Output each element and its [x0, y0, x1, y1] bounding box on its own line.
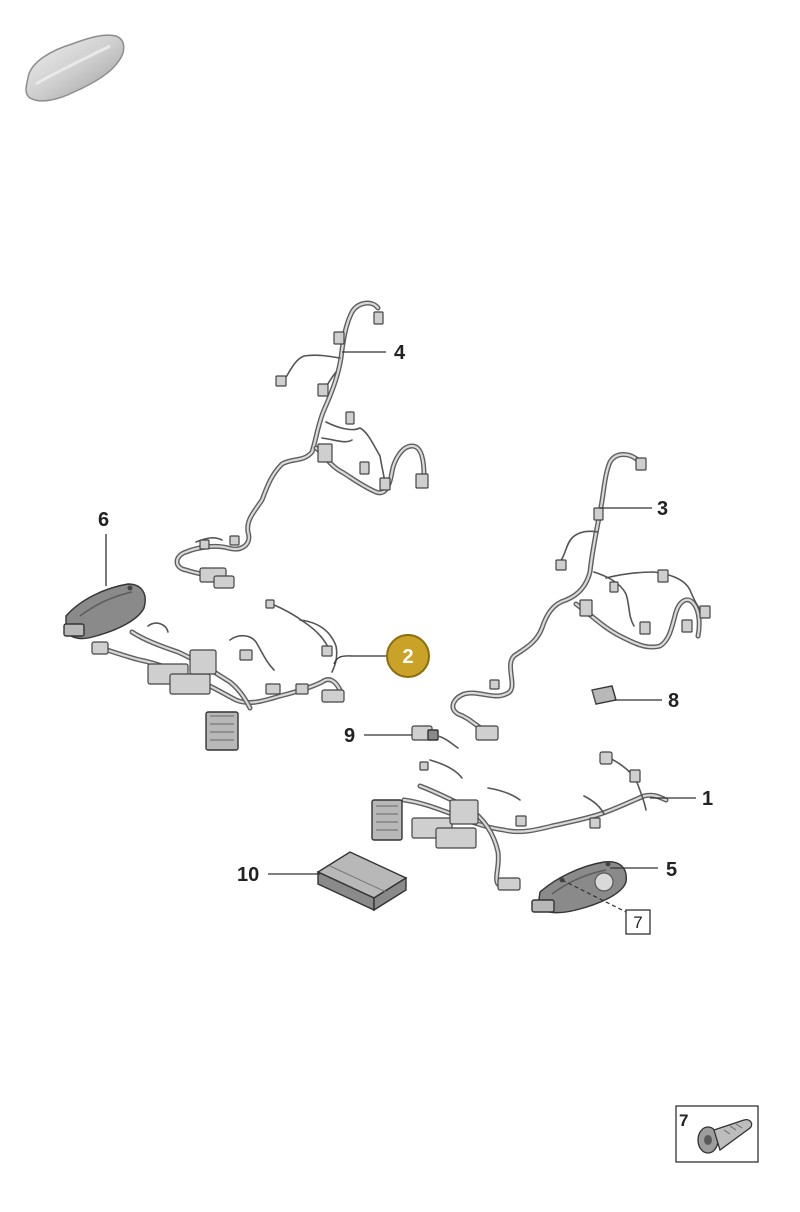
callout-6: 6	[98, 509, 109, 531]
callout-9: 9	[344, 725, 355, 747]
car-silhouette-icon[interactable]	[25, 34, 125, 102]
inset-label-7: 7	[679, 1111, 688, 1130]
callout-7-reference-box[interactable]: 7	[625, 909, 651, 935]
part-6-seat-control-switch[interactable]	[63, 583, 146, 640]
part-10-control-unit[interactable]	[316, 851, 408, 912]
part-1-seat-wiring-harness[interactable]	[371, 751, 669, 891]
callout-3: 3	[657, 498, 668, 520]
part-4-backrest-wiring-harness[interactable]	[174, 300, 429, 589]
leader-lines	[105, 351, 696, 913]
callout-2: 2	[402, 646, 413, 668]
callout-7-reference: 7	[633, 913, 642, 932]
part-5-seat-control-switch[interactable]	[531, 861, 627, 914]
callout-5: 5	[666, 859, 677, 881]
callout-2-highlight[interactable]: 2	[386, 634, 430, 678]
inset-part-7-box[interactable]: 7	[675, 1105, 759, 1163]
part-9-connector[interactable]	[411, 725, 459, 749]
callout-10: 10	[237, 864, 259, 886]
callout-1: 1	[702, 788, 713, 810]
callout-8: 8	[668, 690, 679, 712]
part-8-small-module[interactable]	[591, 685, 617, 705]
screw-icon	[697, 1118, 753, 1154]
part-2-seat-wiring-harness[interactable]	[91, 599, 345, 751]
part-3-backrest-wiring-harness[interactable]	[450, 452, 711, 741]
callout-4: 4	[394, 342, 406, 364]
